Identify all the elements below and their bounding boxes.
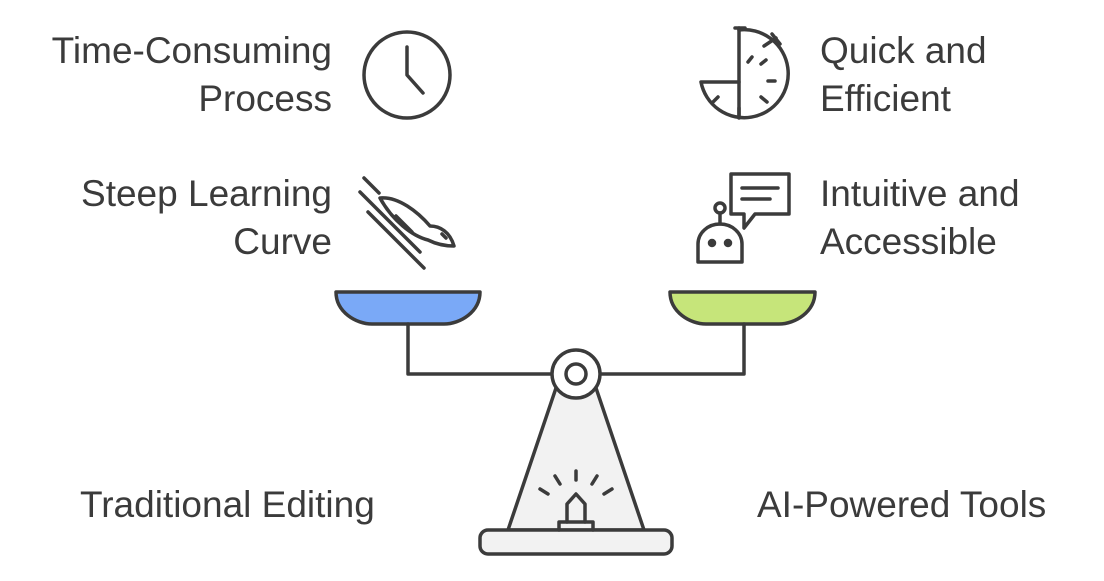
scale-stand	[506, 386, 646, 532]
right-pan	[668, 290, 817, 326]
left-title: Traditional Editing	[80, 484, 375, 525]
scale-structure	[334, 290, 817, 556]
scale-beam	[406, 322, 746, 376]
scale-base	[478, 528, 674, 556]
gauge-icon	[538, 469, 614, 532]
right-item-intuitive: Intuitive and Accessible	[820, 173, 1020, 262]
chatbot-icon	[696, 172, 791, 264]
left-item-steep-learning: Steep Learning Curve	[81, 173, 332, 262]
diving-bird-icon	[358, 176, 456, 270]
left-pan	[334, 290, 482, 326]
right-item-quick: Quick and Efficient	[820, 30, 987, 119]
scale-pivot	[550, 348, 602, 400]
stopwatch-icon	[699, 26, 790, 120]
right-title: AI-Powered Tools	[757, 484, 1047, 525]
clock-icon	[362, 30, 452, 120]
left-item-time-consuming: Time-Consuming Process	[51, 30, 332, 119]
